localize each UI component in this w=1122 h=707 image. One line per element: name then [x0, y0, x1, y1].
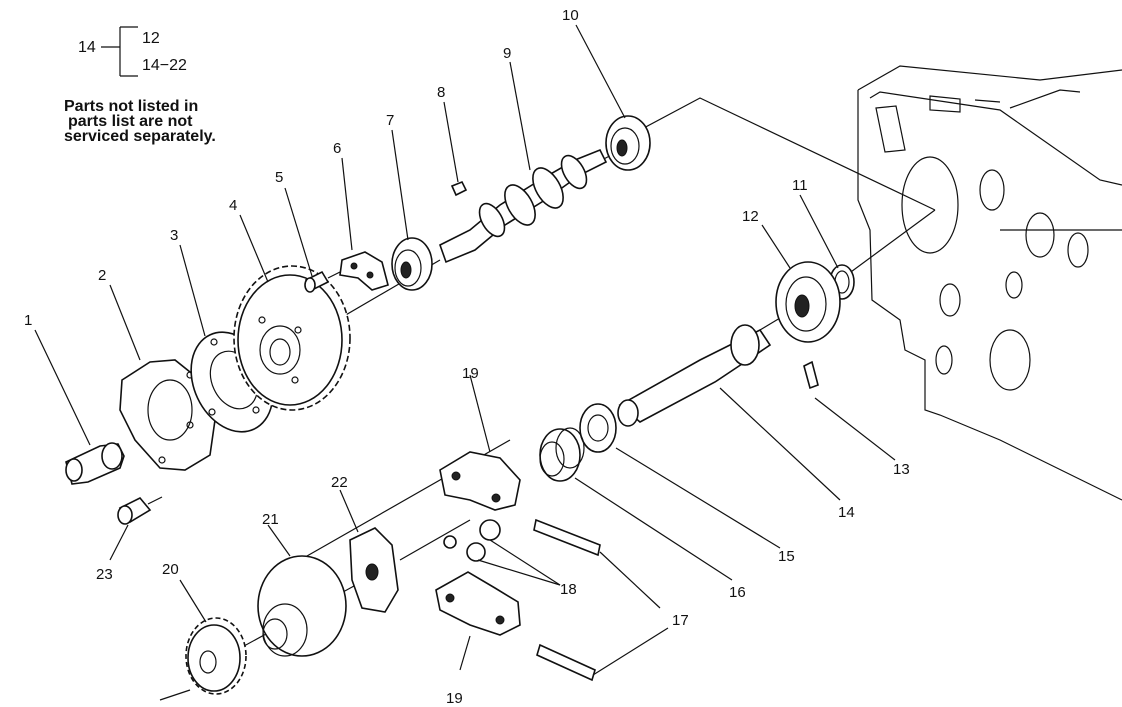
- callout-7: 7: [386, 112, 394, 129]
- part-18-rollers: [443, 519, 501, 562]
- callout-3: 3: [170, 227, 178, 244]
- part-5-screw: [304, 270, 341, 293]
- callout-20: 20: [162, 561, 179, 578]
- callout-15: 15: [778, 548, 795, 565]
- callout-14: 14: [838, 504, 855, 521]
- callout-12: 12: [742, 208, 759, 225]
- part-23-bolt: [117, 496, 163, 525]
- key-child-1: 12: [142, 30, 160, 47]
- part-21-governor-housing: [257, 555, 347, 657]
- part-1-bushing: [65, 442, 125, 485]
- engine-block: [857, 65, 1122, 501]
- callout-17: 17: [672, 612, 689, 629]
- part-9-camshaft: [439, 148, 608, 264]
- part-2-flange-plate: [119, 359, 216, 471]
- callout-22: 22: [331, 474, 348, 491]
- note-line-3: serviced separately.: [64, 128, 216, 145]
- part-8-key: [450, 180, 468, 197]
- callout-13: 13: [893, 461, 910, 478]
- key-bracket: [101, 26, 138, 77]
- callout-1: 1: [24, 312, 32, 329]
- callout-9: 9: [503, 45, 511, 62]
- callout-2: 2: [98, 267, 106, 284]
- note-line-2: parts list are not: [68, 113, 193, 130]
- part-4-camshaft-gear: [233, 265, 351, 411]
- part-20-small-gear: [185, 617, 247, 695]
- part-22-bracket: [349, 527, 399, 613]
- service-note: Parts not listed in parts list are not s…: [64, 98, 216, 145]
- callout-labels: 1 2 3 4 5 6 7 8 9 10 11 12 13 14 15 16 1…: [24, 7, 910, 707]
- callout-4: 4: [229, 197, 237, 214]
- callout-8: 8: [437, 84, 445, 101]
- callout-23: 23: [96, 566, 113, 583]
- callout-5: 5: [275, 169, 283, 186]
- key-child-2: 14−22: [142, 57, 187, 74]
- part-17-pins: [533, 518, 601, 682]
- part-19-flyweight-lower: [435, 571, 521, 636]
- key-legend: 14 12 14−22: [78, 30, 208, 80]
- key-parent: 14: [78, 39, 96, 56]
- part-19-flyweight-upper: [439, 451, 521, 511]
- note-line-1: Parts not listed in: [64, 98, 199, 115]
- part-10-bearing: [605, 115, 651, 171]
- part-6-retainer: [339, 251, 389, 291]
- callout-16: 16: [729, 584, 746, 601]
- part-15-washer: [579, 403, 617, 453]
- callout-11: 11: [792, 177, 808, 194]
- leader-lines: [34, 24, 896, 676]
- callout-19-lower: 19: [446, 690, 463, 707]
- part-13-set-screw: [803, 360, 819, 390]
- callout-18: 18: [560, 581, 577, 598]
- callout-6: 6: [333, 140, 341, 157]
- callout-19-upper: 19: [462, 365, 479, 382]
- part-16-spool: [539, 427, 585, 482]
- callout-10: 10: [562, 7, 579, 24]
- part-12-bearing: [775, 261, 841, 343]
- part-7-bearing: [391, 237, 433, 291]
- callout-21: 21: [262, 511, 279, 528]
- part-14-governor-shaft: [617, 324, 772, 427]
